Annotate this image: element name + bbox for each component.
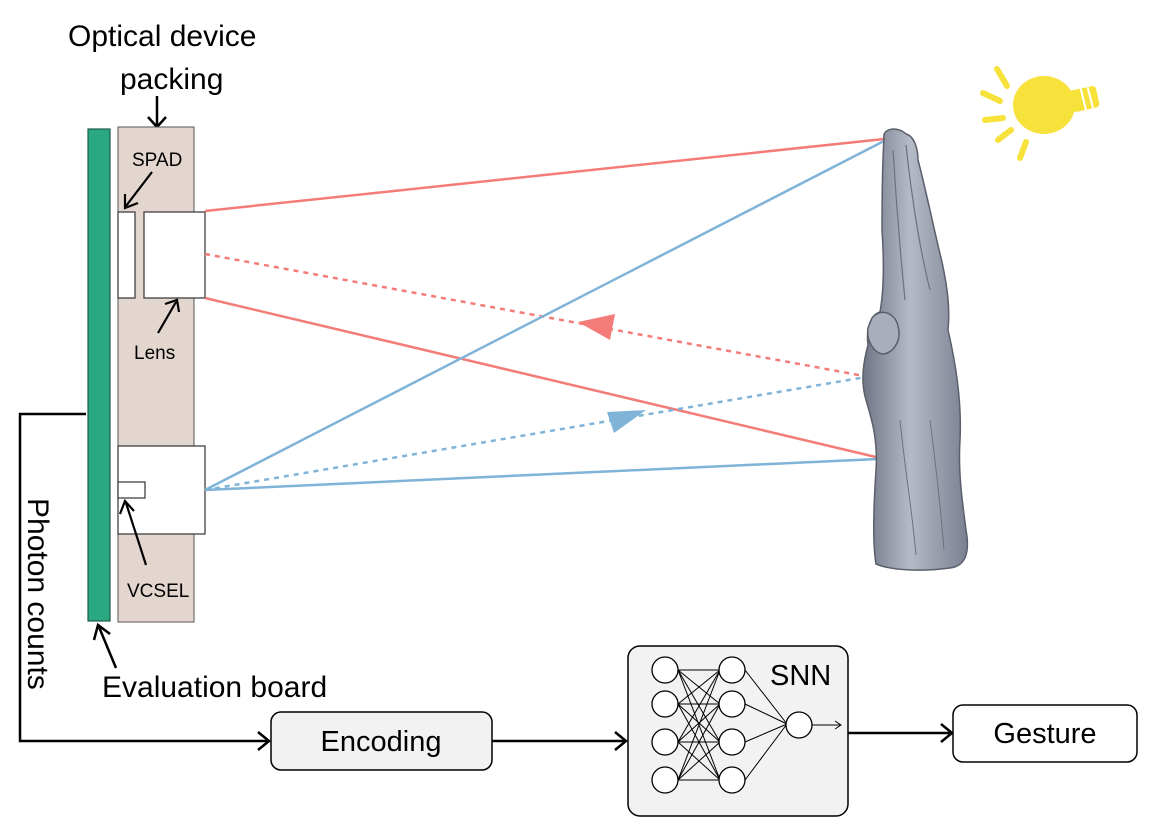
lens-label: Lens [134,343,175,364]
spad-label: SPAD [132,150,182,171]
optical-packing-title-line2: packing [120,63,223,96]
vcsel-label: VCSEL [127,581,189,602]
lens-arrow [157,298,181,334]
evaluation-board [87,128,111,622]
snn-to-gesture-arrow [848,723,954,743]
red-ray-top [204,137,885,213]
board-arrow [92,622,118,669]
hand-gesture-icon [862,128,969,571]
optical-packing [117,126,195,623]
snn-hidden-neuron [718,656,746,684]
snn-hidden-output-edges [744,669,788,781]
gesture-label: Gesture [993,718,1096,750]
blue-ray-bottom [204,457,879,492]
optical-packing-title-line1: Optical device [68,20,256,53]
snn-hidden-neuron [718,728,746,756]
gesture-box [952,704,1138,763]
vcsel-arrow [118,498,148,566]
snn-output-neuron [785,711,813,739]
snn-hidden-neuron [718,766,746,794]
snn-input-neuron [651,690,679,718]
snn-hidden-neuron [718,690,746,718]
snn-input-neuron [651,766,679,794]
spad-sensor [117,211,136,299]
blue-ray-top [204,139,885,492]
snn-input-hidden-edges [677,669,721,781]
lightbulb-icon [980,66,1100,161]
vcsel-emitter [117,481,146,499]
encoding-label: Encoding [321,726,442,758]
blue-ray-emit [204,375,867,492]
encoding-to-snn-arrow [492,731,628,751]
packing-arrow [147,96,167,129]
red-ray-return [204,252,865,378]
snn-label: SNN [770,660,831,692]
blue-direction-arrow [607,410,646,433]
snn-input-neuron [651,728,679,756]
red-direction-arrow [578,314,615,340]
optical-rays [204,137,885,492]
red-ray-bottom [204,296,881,460]
spad-arrow [123,171,153,210]
photon-counts-label: Photon counts [21,498,54,690]
evaluation-board-label: Evaluation board [102,671,327,704]
snn-network [651,656,842,794]
snn-input-neuron [651,656,679,684]
receiver-lens [143,211,206,299]
photon-counts-connector [18,412,271,751]
